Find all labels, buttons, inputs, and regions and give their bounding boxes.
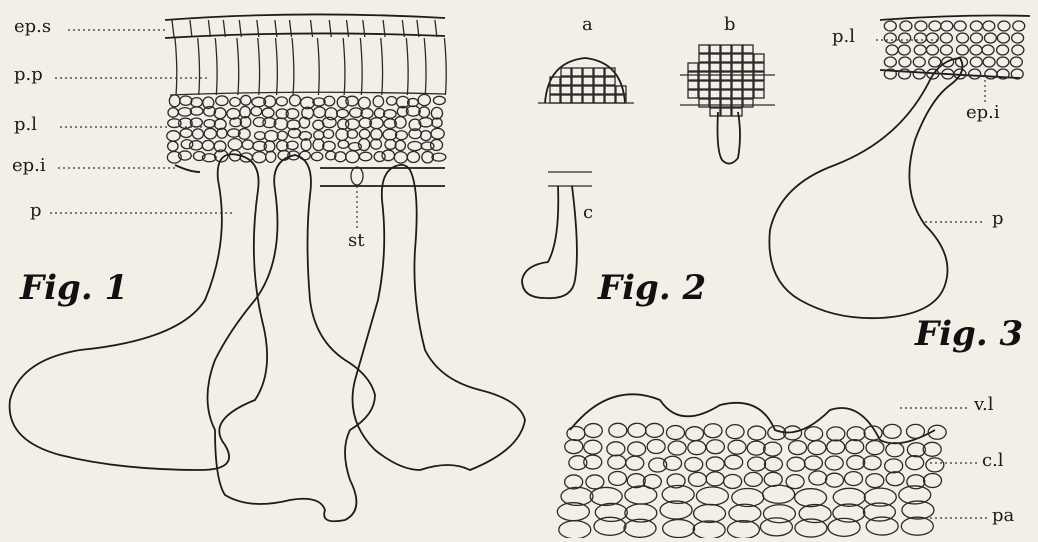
fig3-label-epi: ep.i	[966, 102, 1000, 123]
fig1-papilla-2	[208, 155, 376, 521]
fig3-caption: Fig. 3	[915, 314, 1023, 354]
label-pp: p.p	[14, 64, 43, 85]
fig3-label-p: p	[992, 208, 1004, 229]
fig1-palisade-cells	[170, 38, 446, 95]
fig4-label-pa: pa	[992, 505, 1014, 526]
fig1-papilla-1	[10, 154, 268, 470]
fig2-label-a: a	[582, 14, 593, 35]
fig4-drawing	[557, 394, 988, 538]
fig1-spongy-cells	[167, 94, 446, 163]
fig4-label-vl: v.l	[974, 394, 994, 415]
fig1-papilla-3	[353, 165, 526, 470]
fig2-label-b: b	[724, 14, 736, 35]
label-pl: p.l	[14, 114, 37, 135]
label-eps: ep.s	[14, 16, 51, 37]
fig3-papilla	[769, 58, 962, 318]
label-st: st	[348, 230, 364, 251]
label-epi: ep.i	[12, 155, 46, 176]
fig2-drawing	[522, 45, 775, 298]
fig2-label-c: c	[583, 202, 593, 223]
label-p: p	[30, 200, 42, 221]
fig4-label-cl: c.l	[982, 450, 1004, 471]
fig2-caption: Fig. 2	[598, 268, 706, 308]
fig3-drawing	[769, 16, 1030, 319]
fig1-caption: Fig. 1	[20, 268, 128, 308]
fig3-label-pl: p.l	[832, 26, 855, 47]
